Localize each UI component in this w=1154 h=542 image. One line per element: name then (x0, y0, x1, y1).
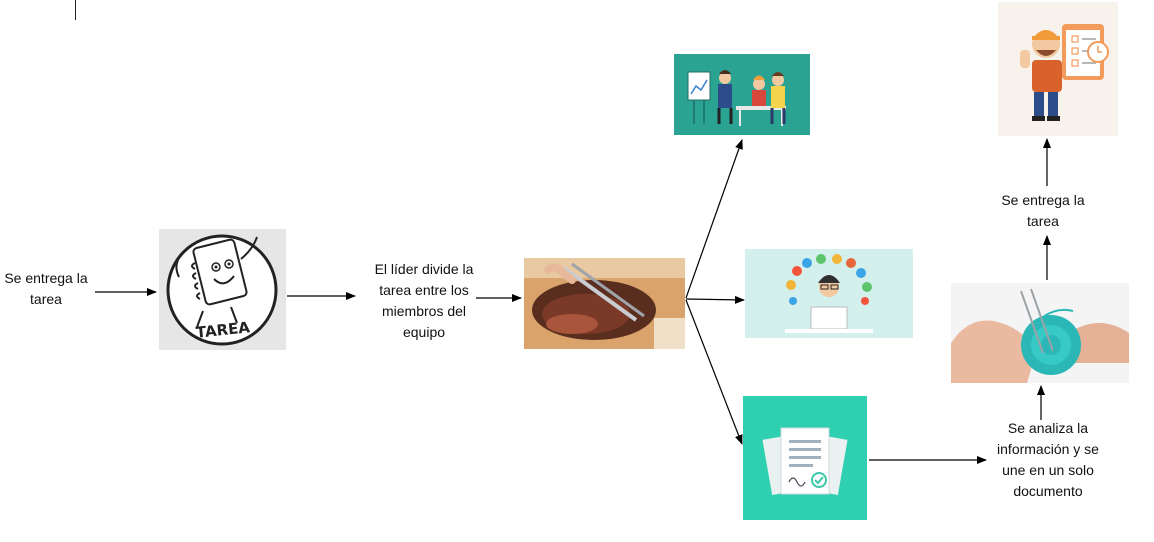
team-meeting-image (674, 54, 810, 135)
task-notebook-image: TAREA (159, 229, 286, 350)
programmer-image (745, 249, 913, 338)
checklist-worker-icon (998, 2, 1118, 136)
documents-image (743, 396, 867, 520)
checklist-worker-image (998, 2, 1118, 136)
label-deliver: Se entrega la tarea (1001, 192, 1085, 229)
knitting-icon (951, 283, 1129, 383)
programmer-icon (745, 249, 913, 338)
text-cursor (75, 0, 76, 20)
tarea-word: TAREA (195, 318, 251, 342)
knitting-image (951, 283, 1129, 383)
task-notebook-icon: TAREA (166, 234, 278, 346)
label-analyze: Se analiza la información y se une en un… (997, 420, 1099, 499)
team-meeting-icon (674, 54, 810, 135)
documents-icon (743, 396, 867, 520)
arrow-cut-to-programmer (685, 295, 745, 304)
meat-cutting-image (524, 258, 685, 349)
meat-cutting-icon (524, 258, 685, 349)
label-start: Se entrega la tarea (4, 270, 88, 307)
arrow-cut-to-meeting (685, 139, 743, 299)
arrow-cut-to-documents (685, 299, 743, 445)
label-divide: El líder divide la tarea entre los miemb… (374, 261, 474, 340)
